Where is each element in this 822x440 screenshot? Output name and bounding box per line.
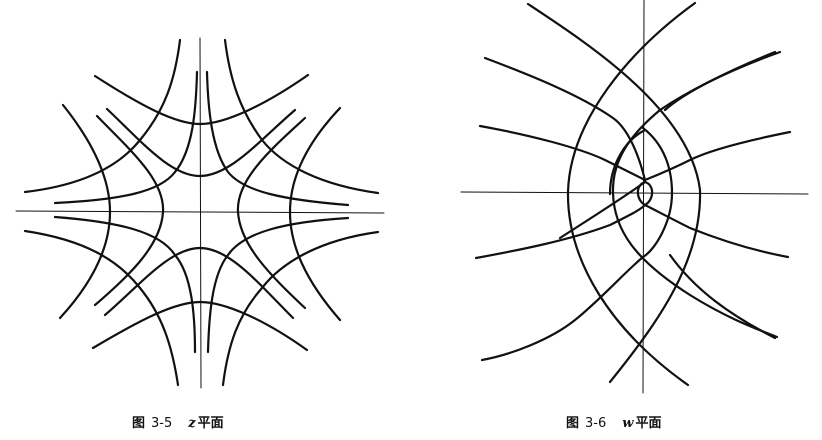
figure-w-plane: [430, 0, 822, 400]
caption-number: 3-6: [585, 416, 607, 431]
caption-number: 3-5: [151, 416, 173, 431]
w-plane-diagram: [460, 0, 809, 394]
caption-variable: z: [188, 416, 196, 431]
caption-variable: w: [622, 416, 634, 431]
z-plane-diagram: [15, 37, 385, 389]
caption-suffix: 平面: [197, 416, 224, 431]
figure-z-plane: [0, 0, 400, 400]
caption-prefix: 图: [132, 416, 146, 431]
caption-suffix: 平面: [635, 416, 662, 431]
caption-prefix: 图: [566, 416, 580, 431]
